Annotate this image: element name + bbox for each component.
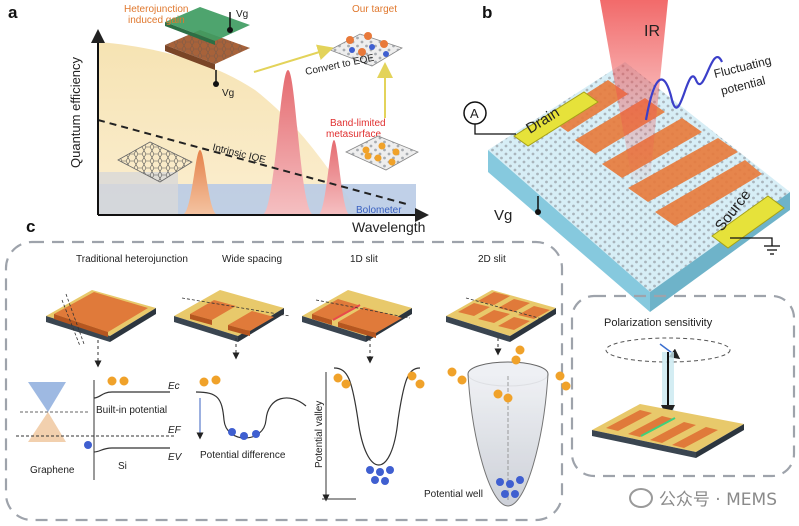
ground-wire: [730, 237, 773, 246]
watermark-text: 公众号 · MEMS: [658, 490, 777, 510]
panel-c: c Traditional heterojunction Wide spacin…: [4, 217, 796, 522]
target-metasurface-icon: [329, 32, 403, 67]
graphene-cone-band: [20, 382, 88, 442]
ir-beam: [600, 0, 668, 180]
si-label: Si: [118, 461, 127, 472]
device-2d-slit: [446, 290, 556, 342]
band-limited-label-line2: metasurface: [326, 129, 381, 140]
orange-peak: [182, 150, 218, 215]
band-limited-label-line1: Band-limited: [330, 118, 386, 129]
heterojunction-label-line1: Heterojunction: [124, 4, 188, 15]
vg-bottom-label: Vg: [222, 88, 234, 99]
panel-a-label: a: [8, 3, 18, 22]
drain-electrode: [513, 91, 599, 147]
device-wide-spacing: [174, 290, 291, 342]
panel-c-frame: [4, 240, 564, 522]
ec-label: Ec: [168, 381, 180, 392]
panel-a: a Quantum efficiency Wavelength: [8, 3, 429, 235]
panel-b-label: b: [482, 3, 492, 22]
device-1d-slit: [302, 290, 412, 342]
device-traditional: [46, 290, 156, 347]
polarization-frame: [570, 294, 796, 478]
watermark: 公众号 · MEMS: [628, 485, 777, 510]
bolometer-label: Bolometer: [356, 205, 402, 216]
band-limited-metasurface-icon: [345, 135, 419, 171]
title-traditional: Traditional heterojunction: [76, 254, 188, 265]
panel-b: b IR Fluctuating potential Drain Source …: [463, 0, 790, 312]
heterojunction-stack-icon: [165, 7, 250, 87]
title-polarization: Polarization sensitivity: [604, 317, 713, 329]
ground-icon: [764, 245, 780, 255]
ef-label: EF: [168, 425, 182, 436]
ammeter-label: A: [470, 106, 479, 121]
arrow-to-target: [253, 44, 334, 73]
red-peak-tall: [262, 70, 314, 215]
vg-label-b: Vg: [494, 207, 512, 224]
potential-valley-label: Potential valley: [314, 401, 325, 468]
potential-well-label: Potential well: [424, 489, 483, 500]
red-peak-short: [318, 140, 350, 215]
y-axis-label: Quantum efficiency: [68, 56, 83, 168]
convert-to-eqe-label: Convert to EQE: [304, 53, 375, 78]
heterojunction-label-line2: induced gain: [128, 15, 185, 26]
graphene-label: Graphene: [30, 465, 75, 476]
title-1d-slit: 1D slit: [350, 254, 378, 265]
wechat-icon: [628, 487, 653, 508]
potential-difference-label: Potential difference: [200, 450, 286, 461]
our-target-label: Our target: [352, 4, 397, 15]
ev-curve: [93, 447, 170, 453]
panel-c-label: c: [26, 217, 35, 236]
vg-top-label: Vg: [236, 9, 248, 20]
potential-difference-curve: [195, 391, 307, 439]
device-front-face: [488, 150, 650, 312]
title-2d-slit: 2D slit: [478, 254, 506, 265]
source-electrode: [711, 195, 785, 249]
ec-curve: [93, 391, 170, 399]
intrinsic-iqe-line: [97, 119, 411, 206]
potential-valley-curve: [333, 367, 421, 466]
fluctuating-wave-icon: [644, 56, 724, 121]
polarization-device: [592, 404, 744, 458]
ev-label: EV: [168, 452, 183, 463]
built-in-potential-label: Built-in potential: [96, 405, 167, 416]
x-axis-label: Wavelength: [352, 219, 425, 235]
title-wide-spacing: Wide spacing: [222, 254, 282, 265]
ir-label: IR: [644, 23, 660, 40]
graphene-sheet-icon: [117, 141, 193, 183]
drop-lines: [94, 338, 502, 368]
